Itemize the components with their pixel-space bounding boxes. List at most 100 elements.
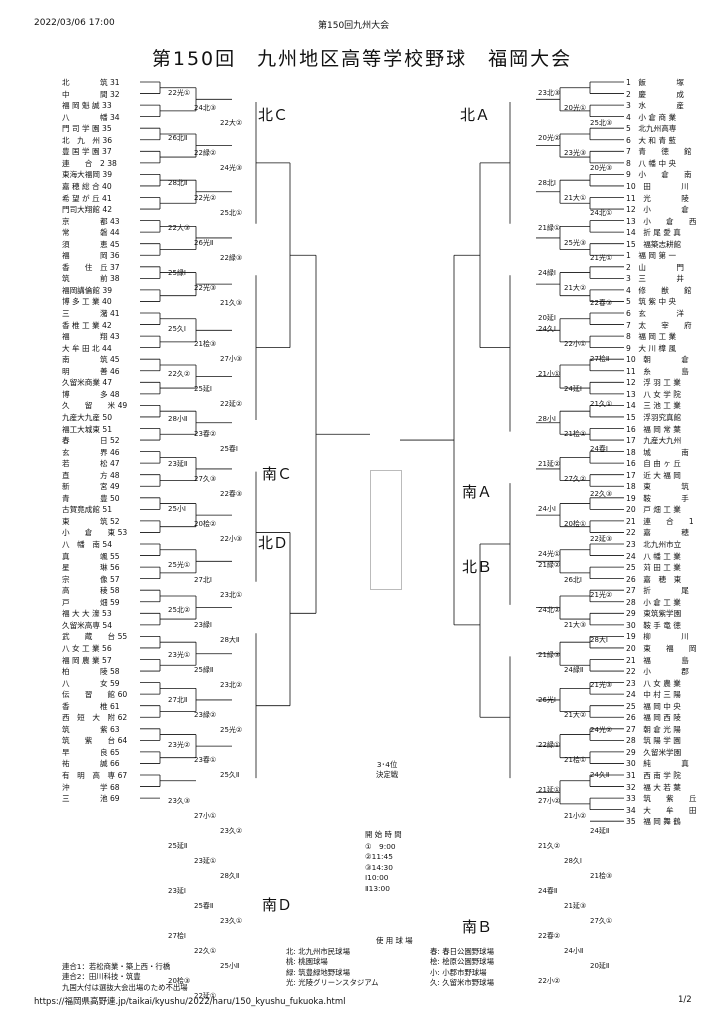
left-team: 南 筑 45 bbox=[62, 355, 120, 365]
score-label: 25北③ bbox=[590, 119, 613, 127]
score-label: 27久③ bbox=[194, 475, 217, 483]
score-label: 22小① bbox=[564, 340, 587, 348]
right-team: 11 糸 島 bbox=[626, 366, 689, 376]
right-team: 7 太 宰 府 bbox=[626, 320, 692, 330]
venue-list-right: 春: 春日公園野球場桧: 桧原公園野球場小: 小郡市野球場久: 久留米市野球場 bbox=[430, 947, 494, 989]
score-label: 22大② bbox=[220, 119, 243, 127]
left-team: 門司大翔館 42 bbox=[62, 205, 113, 215]
score-label: 23北② bbox=[220, 681, 243, 689]
region-kita-c: 北Ｃ bbox=[258, 106, 289, 124]
footer-url[interactable]: https://福岡県高野連.jp/taikai/kyushu/2022/har… bbox=[34, 997, 346, 1007]
right-team: 6 玄 洋 bbox=[626, 309, 684, 318]
right-team: 32 福 大 若 葉 bbox=[626, 782, 681, 792]
score-label: 28北Ⅱ bbox=[168, 179, 188, 187]
left-team: 香 住 丘 37 bbox=[62, 262, 120, 272]
left-team: 常 磐 44 bbox=[62, 228, 120, 238]
left-team: 小 倉 東 53 bbox=[62, 528, 128, 538]
score-label: 20桧② bbox=[194, 520, 217, 528]
score-label: 21緑① bbox=[538, 224, 561, 232]
right-team: 7 青 徳 館 bbox=[626, 147, 692, 157]
score-label: 21桧③ bbox=[194, 340, 217, 348]
right-team: 23 北九州市立 bbox=[626, 540, 682, 549]
right-team: 25 苅 田 工 業 bbox=[626, 563, 681, 573]
right-team: 31 西 南 学 院 bbox=[626, 771, 681, 780]
score-label: 22春② bbox=[538, 932, 561, 940]
left-team: 嘉 穂 総 合 40 bbox=[62, 181, 112, 191]
score-label: 24北① bbox=[590, 209, 613, 217]
left-team: 門 司 学 園 35 bbox=[62, 124, 112, 134]
left-team: 東海大福岡 39 bbox=[62, 170, 113, 180]
score-label: 21緑③ bbox=[538, 651, 561, 659]
text-line: 桧: 桧原公園野球場 bbox=[430, 957, 494, 967]
score-label: 27北Ⅱ bbox=[168, 696, 188, 704]
score-label: 27小② bbox=[538, 797, 561, 805]
right-team: 35 福 岡 舞 鶴 bbox=[626, 817, 681, 827]
text-line: 九国大付は選抜大会出場のため不出場 bbox=[62, 982, 188, 992]
right-team: 30 純 真 bbox=[626, 759, 689, 769]
left-team: 沖 学 68 bbox=[62, 782, 120, 792]
score-label: 21延③ bbox=[564, 902, 587, 910]
left-team: 古賀竟成館 51 bbox=[62, 505, 113, 515]
score-label: 23緑Ⅰ bbox=[194, 621, 212, 629]
score-label: 28北Ⅰ bbox=[538, 179, 556, 187]
score-label: 21久② bbox=[538, 842, 561, 850]
left-team: 西 短 大 附 62 bbox=[62, 713, 128, 723]
left-team: 久 留 米 49 bbox=[62, 401, 128, 411]
left-team: 久留米高専 54 bbox=[62, 620, 113, 630]
left-team: 若 松 47 bbox=[62, 459, 120, 469]
region-minami-a: 南Ａ bbox=[462, 483, 493, 501]
score-label: 21小① bbox=[538, 370, 561, 378]
score-label: 25光① bbox=[168, 561, 191, 569]
region-minami-c: 南Ｃ bbox=[262, 465, 293, 483]
right-team: 24 中 村 三 陽 bbox=[626, 690, 681, 700]
right-team: 14 折 尾 愛 真 bbox=[626, 228, 681, 238]
notes: 連合1：若松商業・築上西・行橋連合2：田川科技・筑豊九国大付は選抜大会出場のため… bbox=[62, 962, 188, 993]
region-minami-d: 南Ｄ bbox=[262, 896, 293, 914]
right-team: 22 小 郡 bbox=[626, 667, 689, 677]
left-team: 須 恵 45 bbox=[62, 239, 120, 249]
score-label: 24小Ⅱ bbox=[564, 947, 584, 955]
score-label: 25緑Ⅱ bbox=[194, 666, 214, 674]
score-label: 20延Ⅱ bbox=[590, 962, 610, 970]
score-label: 20光③ bbox=[590, 164, 613, 172]
score-label: 25北① bbox=[220, 209, 243, 217]
score-label: 21大③ bbox=[564, 621, 587, 629]
score-label: 25久Ⅱ bbox=[220, 771, 240, 779]
right-team: 3 水 産 bbox=[626, 101, 684, 111]
left-team: 新 宮 49 bbox=[62, 482, 120, 492]
score-label: 24小Ⅰ bbox=[538, 505, 556, 513]
score-label: 25光② bbox=[220, 726, 243, 734]
right-team: 1 飯 塚 bbox=[626, 78, 684, 87]
left-team: 青 豊 50 bbox=[62, 493, 120, 503]
score-label: 23光① bbox=[168, 651, 191, 659]
score-label: 25小Ⅱ bbox=[220, 962, 240, 970]
left-team: 大 牟 田 北 44 bbox=[62, 343, 112, 353]
score-label: 21緑② bbox=[538, 561, 561, 569]
score-label: 28大Ⅰ bbox=[590, 636, 608, 644]
text-line: ③14:30 bbox=[365, 862, 393, 872]
right-team: 18 城 南 bbox=[626, 447, 689, 457]
right-team: 27 朝 倉 光 陽 bbox=[626, 724, 681, 734]
left-team: 博 多 48 bbox=[62, 389, 120, 399]
right-team: 24 八 幡 工 業 bbox=[626, 551, 681, 561]
left-team: 祐 誠 66 bbox=[62, 759, 120, 769]
score-label: 22久② bbox=[168, 370, 191, 378]
score-label: 20光② bbox=[538, 134, 561, 142]
print-center-title: 第150回九州大会 bbox=[318, 21, 390, 31]
score-label: 28大Ⅱ bbox=[220, 636, 240, 644]
left-team: 八 幡 南 54 bbox=[62, 540, 113, 549]
right-team: 29 東筑紫学園 bbox=[626, 609, 682, 619]
right-team: 21 連 合 1 bbox=[626, 516, 694, 526]
score-label: 23春② bbox=[194, 430, 217, 438]
score-label: 25春Ⅰ bbox=[220, 445, 238, 453]
score-label: 22大③ bbox=[168, 224, 191, 232]
score-label: 22延① bbox=[194, 992, 217, 1000]
left-team: 九産大九産 50 bbox=[62, 412, 113, 422]
score-label: 25北② bbox=[168, 606, 191, 614]
score-label: 24久Ⅰ bbox=[538, 325, 556, 333]
right-team: 10 朝 倉 bbox=[626, 355, 689, 365]
right-team: 5 筑 紫 中 央 bbox=[626, 297, 677, 307]
right-team: 16 自 由 ヶ 丘 bbox=[626, 459, 681, 469]
right-team: 19 鞍 手 bbox=[626, 493, 689, 503]
right-team: 14 三 池 工 業 bbox=[626, 401, 681, 411]
